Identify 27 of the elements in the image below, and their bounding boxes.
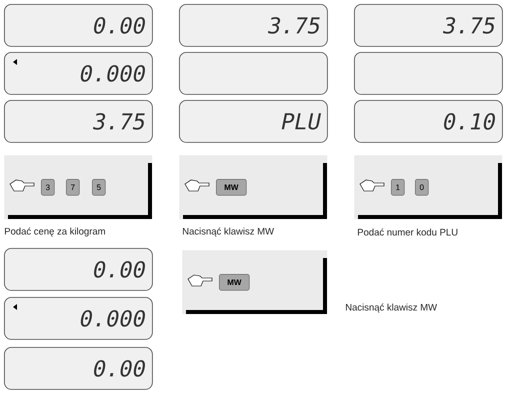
lcd-display: 0.00 [4, 347, 153, 390]
lcd-display: 3.75 [4, 100, 153, 143]
keypad-panel [179, 155, 328, 220]
lcd-display [179, 52, 328, 95]
lcd-display: 0.00 [4, 248, 153, 291]
key-button: MW [219, 274, 250, 291]
keypad-panel [4, 155, 152, 220]
caption-text: Nacisnąć klawisz MW [346, 304, 437, 312]
lcd-display: 0.000 [4, 297, 153, 340]
key-button: 7 [66, 179, 80, 196]
caption-text: Podać cenę za kilogram [4, 228, 105, 236]
caption-text: Podać numer kodu PLU [358, 228, 458, 236]
lcd-display: 0.10 [354, 100, 503, 143]
lcd-display: 0.00 [4, 4, 153, 47]
keypad-panel [354, 155, 502, 220]
key-button: 5 [92, 179, 106, 196]
lcd-display: PLU [179, 100, 328, 143]
lcd-display: 3.75 [179, 4, 328, 47]
caption-text: Nacisnąć klawisz MW [182, 228, 274, 236]
lcd-display: 0.000 [4, 52, 153, 95]
key-button: 0 [415, 179, 429, 196]
keypad-panel [182, 250, 328, 314]
key-button: 3 [41, 179, 55, 196]
key-button: MW [216, 179, 247, 196]
lcd-display [354, 52, 503, 95]
lcd-display: 3.75 [354, 4, 503, 47]
key-button: 1 [391, 179, 405, 196]
